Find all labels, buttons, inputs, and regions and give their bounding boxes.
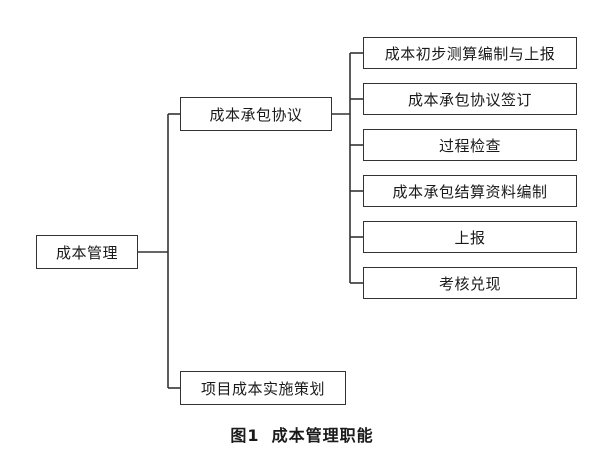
node-level2-3: 过程检查 [363,129,577,161]
node-level2-4-label: 成本承包结算资料编制 [392,182,548,201]
node-level2-5-label: 上报 [454,228,486,247]
node-level2-6-label: 考核兑现 [438,274,501,293]
node-level2-5: 上报 [363,221,577,253]
node-root: 成本管理 [36,235,138,269]
node-level2-4: 成本承包结算资料编制 [363,175,577,207]
figure-number: 图1 [230,426,260,445]
node-level2-2: 成本承包协议签订 [363,83,577,115]
node-level1-planning: 项目成本实施策划 [180,371,346,405]
node-root-label: 成本管理 [55,243,118,262]
figure-caption: 图1 成本管理职能 [0,422,604,446]
figure-title: 成本管理职能 [271,426,374,445]
node-level2-2-label: 成本承包协议签订 [407,90,532,109]
node-level1-planning-label: 项目成本实施策划 [200,379,325,398]
node-level1-contract-label: 成本承包协议 [209,105,303,124]
node-level2-1: 成本初步测算编制与上报 [363,37,577,69]
node-level2-6: 考核兑现 [363,267,577,299]
node-level2-1-label: 成本初步测算编制与上报 [384,44,556,63]
node-level1-contract: 成本承包协议 [180,97,332,131]
node-level2-3-label: 过程检查 [438,136,501,155]
